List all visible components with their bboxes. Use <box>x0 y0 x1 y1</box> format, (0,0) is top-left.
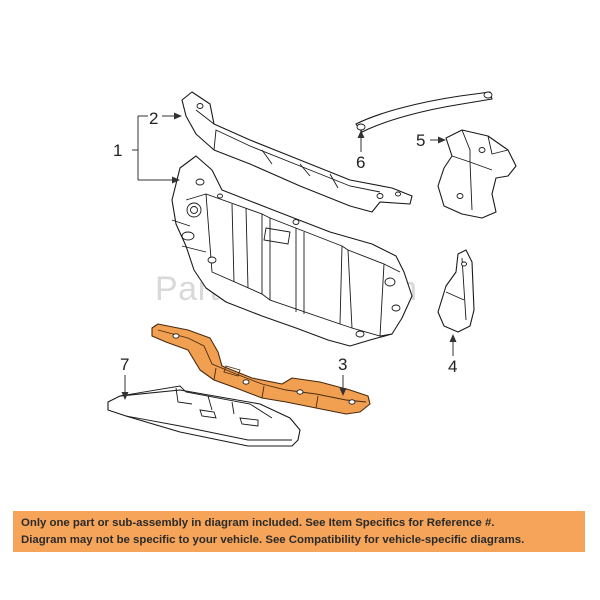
compatibility-notice: Only one part or sub-assembly in diagram… <box>13 511 585 552</box>
notice-line-1: Only one part or sub-assembly in diagram… <box>21 517 495 529</box>
callout-1: 1 <box>113 115 180 184</box>
callout-5: 5 <box>416 131 446 150</box>
part-2-upper-tie-bar <box>181 91 413 213</box>
part-7-lower-panel <box>107 385 301 447</box>
notice-line-2: Diagram may not be specific to your vehi… <box>21 534 525 546</box>
callout-4: 4 <box>448 334 457 376</box>
svg-text:6: 6 <box>356 153 365 172</box>
svg-text:5: 5 <box>416 131 425 150</box>
callout-2: 2 <box>149 109 182 128</box>
svg-text:2: 2 <box>149 109 158 128</box>
part-1-radiator-support <box>171 155 413 347</box>
svg-text:3: 3 <box>338 355 347 374</box>
svg-text:7: 7 <box>120 355 129 374</box>
svg-text:4: 4 <box>448 357 457 376</box>
callout-7: 7 <box>120 355 129 400</box>
part-5-bracket <box>437 129 517 219</box>
part-6-brace <box>355 91 493 133</box>
part-4-deflector <box>437 249 475 333</box>
callout-3: 3 <box>338 355 347 396</box>
callout-6: 6 <box>356 130 365 172</box>
svg-text:1: 1 <box>113 141 122 160</box>
part-3-lower-tie-bar <box>151 323 371 415</box>
